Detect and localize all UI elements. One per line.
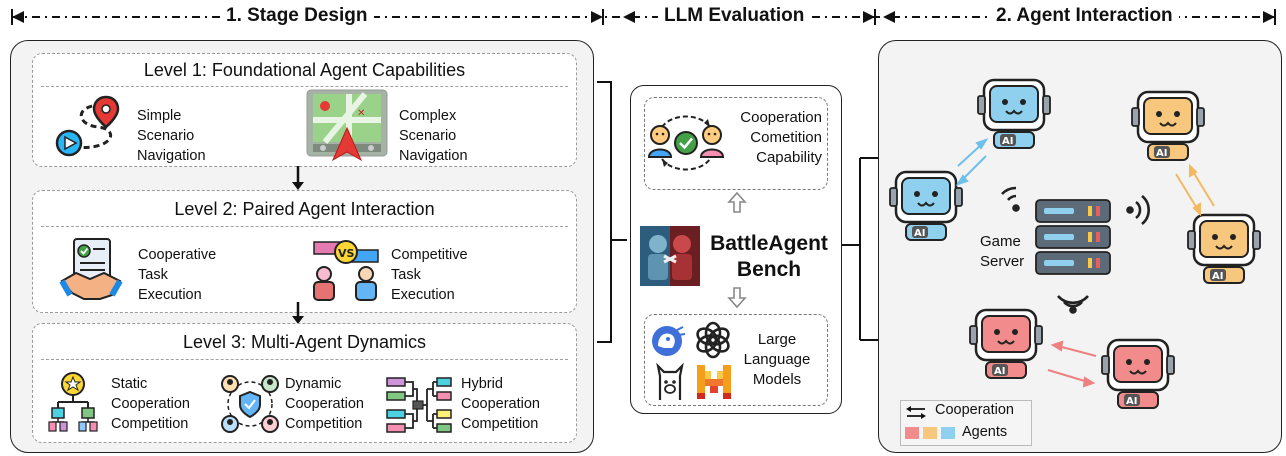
level-1-to-2-arrow [292, 166, 304, 190]
handshake-contract-icon [59, 238, 123, 300]
mistral-logo-icon [697, 365, 731, 399]
agent-interaction-header: 2. Agent Interaction [990, 5, 1179, 27]
game-server-icon [1035, 199, 1111, 275]
level-3-divider [41, 359, 568, 360]
legend-swatch-orange [923, 427, 937, 439]
cooperation-arrow-blue [955, 138, 989, 186]
level-1-box: Level 1: Foundational Agent Capabilities [32, 53, 577, 167]
agent-robot-orange-right [1186, 213, 1262, 285]
legend-box [900, 400, 1032, 446]
level-2-to-3-arrow [292, 302, 304, 324]
versus-players-icon: VS [313, 240, 379, 301]
svg-text:✕: ✕ [357, 108, 365, 119]
level-3-title: Level 3: Multi-Agent Dynamics [182, 332, 427, 352]
legend-agents-label: Agents [962, 424, 1008, 440]
llm-evaluation-header: LLM Evaluation [658, 5, 811, 27]
openai-logo-icon [696, 321, 730, 359]
hierarchy-star-icon [48, 372, 98, 432]
level-1-title: Level 1: Foundational Agent Capabilities [143, 60, 466, 80]
shield-cycle-icon [221, 375, 279, 433]
level-2-title: Level 2: Paired Agent Interaction [174, 199, 435, 219]
header-timeline [11, 9, 1276, 25]
agent-robot-red-left [968, 308, 1044, 380]
legend-cooperation-label: Cooperation [935, 402, 1014, 418]
signal-right-icon [1126, 194, 1150, 226]
legend-swatch-red [905, 427, 919, 439]
navigation-map-icon: ✕ [306, 89, 388, 162]
svg-text:VS: VS [338, 247, 355, 260]
level-2-divider [41, 226, 568, 227]
signal-bottom-icon [1057, 295, 1089, 314]
up-arrow-icon [727, 191, 747, 213]
agent-interaction-scene: AI [888, 78, 1262, 410]
signal-left-icon [1001, 186, 1020, 212]
hybrid-tree-icon [386, 377, 452, 433]
battle-robots-icon [640, 226, 700, 286]
legend-arrows-icon [906, 406, 926, 419]
down-arrow-icon [727, 287, 747, 309]
cooperation-arrow-orange [1175, 163, 1215, 217]
level-3-box: Level 3: Multi-Agent Dynamics [32, 323, 577, 443]
level-2-box: Level 2: Paired Agent Interaction [32, 190, 577, 313]
cooperation-check-icon [647, 115, 725, 171]
agent-robot-red-right [1100, 338, 1176, 410]
stage-to-eval-bracket [597, 81, 627, 343]
agent-robot-orange-top [1130, 90, 1206, 162]
legend-swatch-blue [941, 427, 955, 439]
level-1-divider [41, 86, 568, 87]
llm-logo-icon [652, 326, 686, 356]
eval-to-interaction-bracket [842, 157, 878, 341]
stage-design-header: 1. Stage Design [220, 5, 374, 27]
llama-logo-icon [656, 362, 684, 400]
map-route-icon [55, 95, 120, 157]
cooperation-arrow-red [1047, 340, 1097, 388]
agent-robot-blue-top [976, 78, 1052, 150]
agent-robot-blue-left [888, 170, 964, 242]
